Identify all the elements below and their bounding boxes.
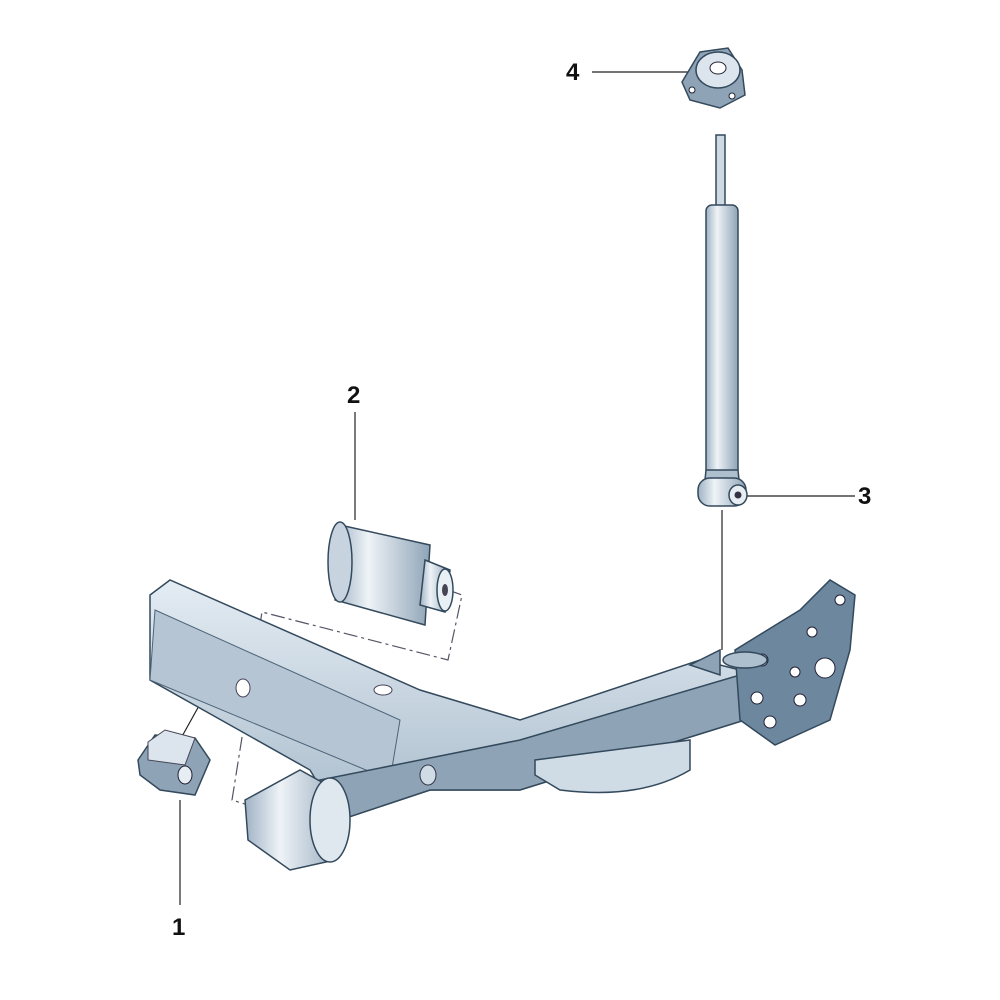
callout-1: 1 [172,914,186,941]
callout-4: 4 [566,59,580,86]
rear-axle-beam [149,579,856,871]
leader-lines [179,71,855,905]
assembly-line [231,589,463,806]
part-2-bushing [327,521,454,626]
part-4-top-mount [681,47,746,109]
callout-2: 2 [347,382,361,409]
part-3-shock-absorber [697,134,748,507]
part-1-bushing [137,729,211,796]
callout-3: 3 [858,483,872,510]
